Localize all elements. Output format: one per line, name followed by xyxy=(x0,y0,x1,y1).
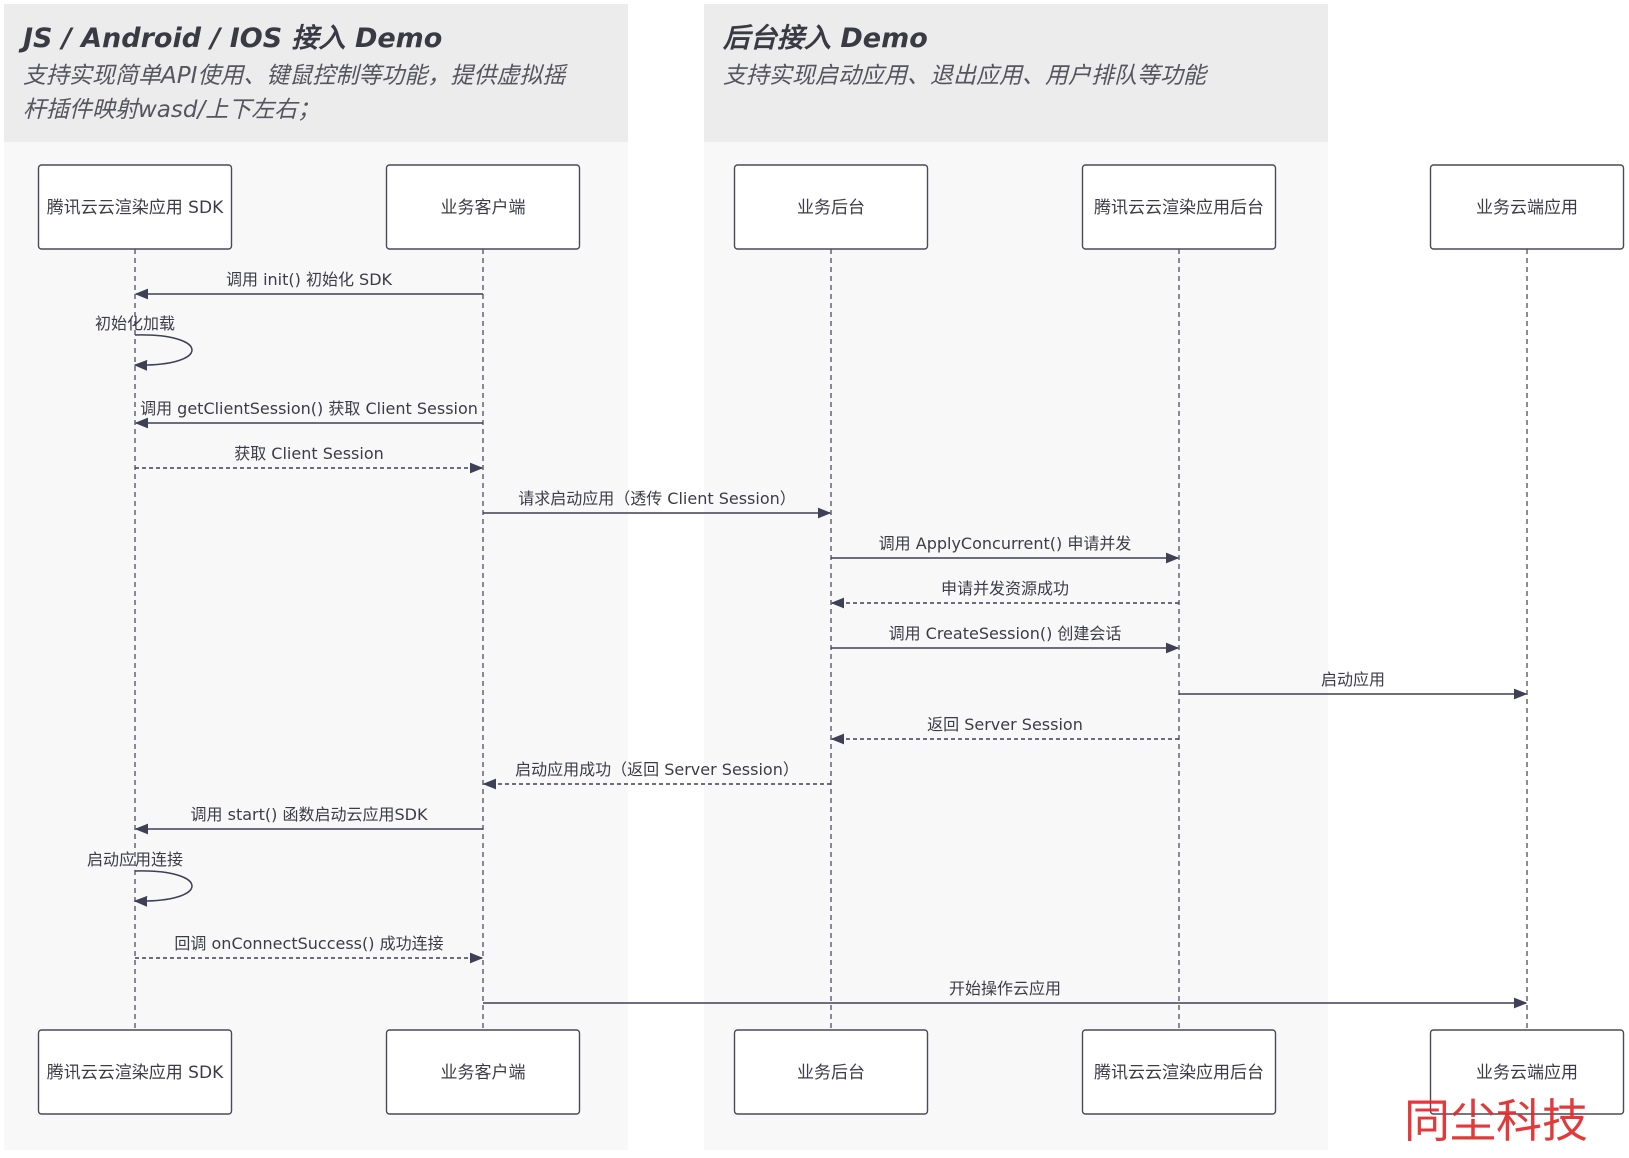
message-label: 启动应用成功（返回 Server Session） xyxy=(515,760,799,779)
actor-label: 业务云端应用 xyxy=(1476,1063,1578,1083)
actor-label: 业务客户端 xyxy=(441,198,526,218)
message-label: 请求启动应用（透传 Client Session） xyxy=(518,489,796,508)
message: 调用 init() 初始化 SDK xyxy=(134,270,483,300)
message: 调用 ApplyConcurrent() 申请并发 xyxy=(831,534,1180,564)
message-label: 获取 Client Session xyxy=(234,444,384,463)
message-label: 调用 getClientSession() 获取 Client Session xyxy=(140,399,478,418)
actor-label: 业务后台 xyxy=(797,1063,865,1083)
message-label: 调用 init() 初始化 SDK xyxy=(226,270,393,289)
message: 调用 start() 函数启动云应用SDK xyxy=(134,805,483,835)
actor-box-rect xyxy=(1081,164,1277,250)
message-label: 调用 CreateSession() 创建会话 xyxy=(889,624,1122,643)
self-message-label: 初始化加载 xyxy=(95,314,175,333)
actor-box-rect xyxy=(37,1029,233,1115)
group-backend-desc-line-1: 支持实现启动应用、退出应用、用户排队等功能 xyxy=(723,63,1209,89)
actor-label: 腾讯云云渲染应用后台 xyxy=(1094,1063,1264,1083)
self-message-arrow xyxy=(133,334,193,371)
actor-box-rect xyxy=(733,1029,929,1115)
message: 回调 onConnectSuccess() 成功连接 xyxy=(135,934,484,964)
actor-box-rect xyxy=(1429,1029,1625,1115)
actor-box-rect xyxy=(385,164,581,250)
actor-box-top: 业务客户端 xyxy=(385,164,581,250)
actor-label: 腾讯云云渲染应用 SDK xyxy=(47,198,224,218)
actor-box-bottom: 业务云端应用 xyxy=(1429,1029,1625,1115)
actor-box-top: 业务云端应用 xyxy=(1429,164,1625,250)
message: 请求启动应用（透传 Client Session） xyxy=(483,489,832,519)
self-message: 启动应用连接 xyxy=(87,850,193,907)
message: 启动应用成功（返回 Server Session） xyxy=(482,760,831,790)
message-label: 返回 Server Session xyxy=(927,715,1083,734)
message-label: 启动应用 xyxy=(1321,670,1385,689)
self-message: 初始化加载 xyxy=(95,314,193,371)
actor-box-top: 腾讯云云渲染应用 SDK xyxy=(37,164,233,250)
message-label: 调用 start() 函数启动云应用SDK xyxy=(191,805,428,824)
actor-label: 业务云端应用 xyxy=(1476,198,1578,218)
watermark: 同尘科技 xyxy=(1404,1094,1588,1148)
actor-box-rect xyxy=(733,164,929,250)
actor-box-rect xyxy=(1081,1029,1277,1115)
actor-label: 腾讯云云渲染应用后台 xyxy=(1094,198,1264,218)
message: 返回 Server Session xyxy=(830,715,1179,745)
actor-box-rect xyxy=(37,164,233,250)
actor-box-top: 业务后台 xyxy=(733,164,929,250)
message: 调用 CreateSession() 创建会话 xyxy=(831,624,1180,654)
message-label: 申请并发资源成功 xyxy=(941,579,1069,598)
message-label: 回调 onConnectSuccess() 成功连接 xyxy=(174,934,443,953)
message: 开始操作云应用 xyxy=(483,979,1528,1009)
actor-box-bottom: 业务客户端 xyxy=(385,1029,581,1115)
message-label: 开始操作云应用 xyxy=(949,979,1061,998)
lifelines xyxy=(134,249,1528,1030)
group-backend: 后台接入 Demo 支持实现启动应用、退出应用、用户排队等功能 xyxy=(704,4,1328,1150)
actors-top: 腾讯云云渲染应用 SDK 业务客户端 业务后台 腾讯云云渲染应用后台 业务云端应用 xyxy=(37,164,1625,250)
actor-label: 业务后台 xyxy=(797,198,865,218)
group-backend-title: 后台接入 Demo xyxy=(722,23,928,54)
self-message-arrow xyxy=(133,870,193,907)
actor-label: 腾讯云云渲染应用 SDK xyxy=(47,1063,224,1083)
actor-box-rect xyxy=(385,1029,581,1115)
actor-box-rect xyxy=(1429,164,1625,250)
group-frontend-desc-line-2: 杆插件映射wasd/上下左右； xyxy=(23,97,320,123)
message-label: 调用 ApplyConcurrent() 申请并发 xyxy=(879,534,1132,553)
actors-bottom: 腾讯云云渲染应用 SDK 业务客户端 业务后台 腾讯云云渲染应用后台 业务云端应用 xyxy=(37,1029,1625,1115)
message: 获取 Client Session xyxy=(135,444,484,474)
message: 启动应用 xyxy=(1179,670,1528,700)
message: 申请并发资源成功 xyxy=(830,579,1179,609)
group-frontend-desc-line-1: 支持实现简单API使用、键鼠控制等功能，提供虚拟摇 xyxy=(23,63,568,89)
self-message-label: 启动应用连接 xyxy=(87,850,183,869)
actor-box-bottom: 腾讯云云渲染应用后台 xyxy=(1081,1029,1277,1115)
actor-box-bottom: 腾讯云云渲染应用 SDK xyxy=(37,1029,233,1115)
message: 调用 getClientSession() 获取 Client Session xyxy=(134,399,483,429)
actor-box-top: 腾讯云云渲染应用后台 xyxy=(1081,164,1277,250)
group-frontend-title: JS / Android / IOS 接入 Demo xyxy=(18,23,442,54)
actor-label: 业务客户端 xyxy=(441,1063,526,1083)
actor-box-bottom: 业务后台 xyxy=(733,1029,929,1115)
